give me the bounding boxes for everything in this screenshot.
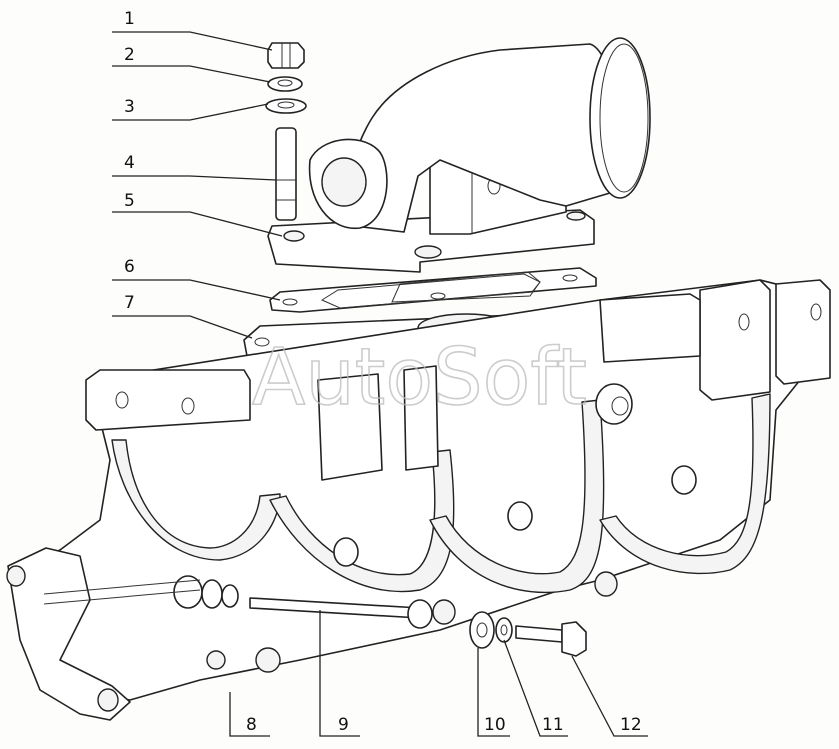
part-spring-washer-11 xyxy=(495,617,513,643)
callout-4: 4 xyxy=(124,153,135,173)
part-washer-10 xyxy=(469,611,495,649)
callout-6: 6 xyxy=(124,257,135,277)
callout-3: 3 xyxy=(124,97,135,117)
leader-lines xyxy=(112,31,648,737)
watermark: AutoSoft xyxy=(252,333,587,423)
part-gasket xyxy=(269,267,597,313)
callout-5: 5 xyxy=(124,191,135,211)
part-outlet-elbow xyxy=(267,37,651,273)
callout-labels: 1 2 3 4 5 6 7 8 9 10 11 12 xyxy=(124,9,642,735)
callout-7: 7 xyxy=(124,293,135,313)
callout-2: 2 xyxy=(124,45,135,65)
callout-9: 9 xyxy=(338,715,349,735)
callout-12: 12 xyxy=(620,715,642,735)
callout-1: 1 xyxy=(124,9,135,29)
part-left-washers xyxy=(201,579,239,609)
part-long-bolt xyxy=(249,597,433,629)
part-bolt-12 xyxy=(515,621,587,657)
part-stud xyxy=(275,127,297,221)
callout-11: 11 xyxy=(542,715,564,735)
part-nut xyxy=(267,42,305,69)
callout-10: 10 xyxy=(484,715,506,735)
part-flat-washer xyxy=(265,98,307,114)
callout-8: 8 xyxy=(246,715,257,735)
part-spring-washer xyxy=(267,76,303,92)
